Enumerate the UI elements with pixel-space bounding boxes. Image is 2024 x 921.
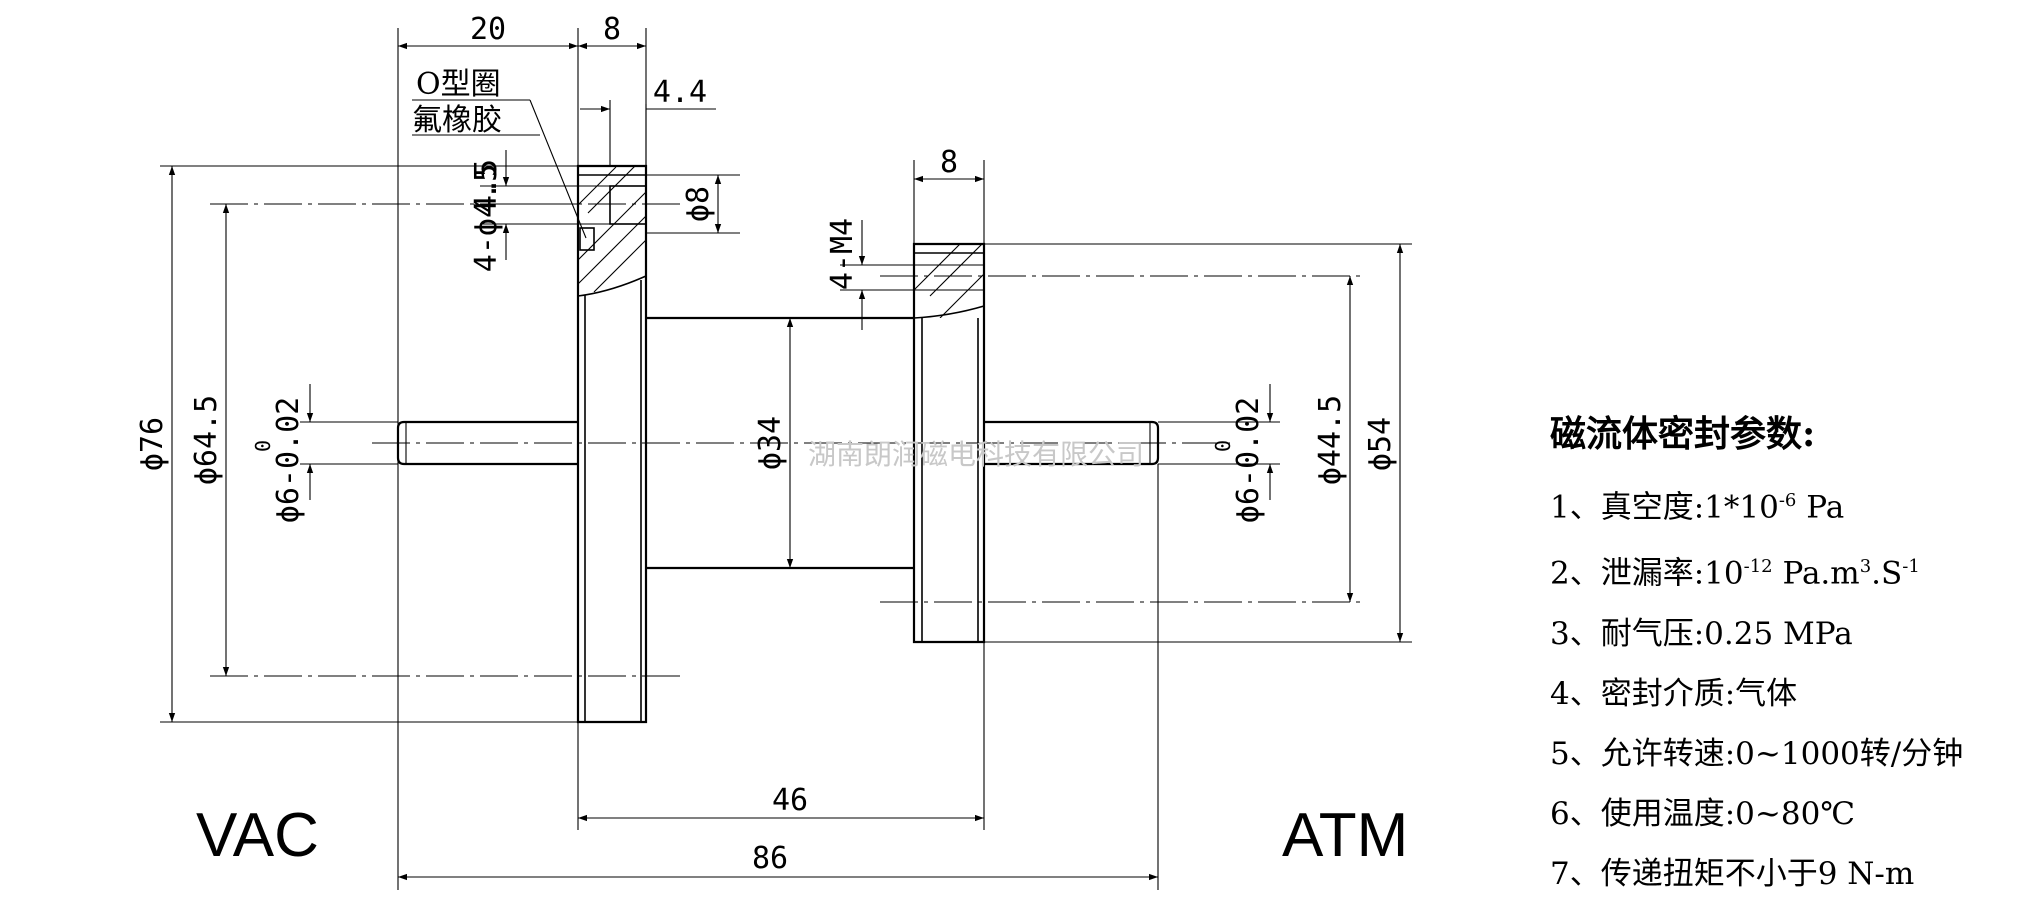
param-label: 7、传递扭矩不小于 — [1550, 855, 1818, 892]
dim-4-4: 4.4 — [653, 75, 707, 110]
extension-lines — [160, 28, 1412, 890]
tol-zero-left: 0 — [251, 440, 275, 452]
dim-86: 86 — [752, 841, 788, 876]
param-label: 2、泄漏率: — [1550, 555, 1705, 592]
param-vacuum: 1、真空度:1*10-6 Pa — [1550, 471, 2024, 537]
dim-holes: 4-ϕ4.5 — [469, 164, 504, 272]
dim-phi6-right: ϕ6-0.02 — [1231, 397, 1266, 523]
param-value: 0.25 MPa — [1704, 615, 1853, 652]
left-flange — [576, 164, 648, 724]
param-leak-rate: 2、泄漏率:10-12 Pa.m3.S-1 — [1550, 537, 2024, 603]
param-value: 0~80℃ — [1735, 795, 1855, 832]
param-value: 9 N-m — [1817, 855, 1915, 892]
param-medium: 4、密封介质:气体 — [1550, 664, 2024, 724]
param-unit: Pa — [1796, 489, 1845, 526]
dim-4-5: 4.5 — [469, 159, 504, 213]
param-exponent: -12 — [1743, 556, 1773, 578]
atm-label: ATM — [1282, 801, 1408, 870]
param-pressure: 3、耐气压:0.25 MPa — [1550, 604, 2024, 664]
dim-phi34: ϕ34 — [753, 416, 788, 470]
right-flange — [912, 242, 986, 644]
param-unit: Pa.m — [1772, 555, 1860, 592]
param-exponent: -1 — [1902, 556, 1920, 578]
dim-phi76: ϕ76 — [135, 417, 170, 471]
body — [646, 316, 914, 570]
oring-groove — [579, 227, 595, 251]
param-temperature: 6、使用温度:0~80℃ — [1550, 784, 2024, 844]
dimension-lines — [168, 42, 1404, 881]
param-speed: 5、允许转速:0~1000转/分钟 — [1550, 724, 2024, 784]
dim-phi8: ϕ8 — [681, 186, 716, 222]
dim-46: 46 — [772, 783, 808, 818]
param-label: 3、耐气压: — [1550, 615, 1705, 652]
dim-4-m4: 4-M4 — [825, 218, 860, 290]
seal-parameters: 磁流体密封参数: 1、真空度:1*10-6 Pa 2、泄漏率:10-12 Pa.… — [1550, 405, 2024, 904]
oring-label: O型圈 — [416, 67, 501, 102]
param-value: 气体 — [1735, 675, 1798, 712]
param-unit: .S — [1871, 555, 1903, 592]
param-label: 5、允许转速: — [1550, 735, 1736, 772]
material-label: 氟橡胶 — [412, 103, 502, 138]
vac-label: VAC — [196, 801, 319, 870]
watermark: 湖南朗润磁电科技有限公司 — [808, 438, 1144, 471]
dim-phi54: ϕ54 — [1363, 417, 1398, 471]
param-value: 10 — [1704, 555, 1744, 592]
param-exponent: -6 — [1778, 490, 1797, 511]
dim-20: 20 — [470, 12, 506, 47]
param-torque: 7、传递扭矩不小于9 N-m — [1550, 844, 2024, 904]
dim-phi64-5: ϕ64.5 — [189, 395, 224, 485]
param-value: 0~1000转/分钟 — [1735, 735, 1964, 772]
param-label: 1、真空度: — [1550, 489, 1705, 526]
tol-zero-right: 0 — [1211, 440, 1235, 452]
param-label: 4、密封介质: — [1550, 675, 1736, 712]
params-title: 磁流体密封参数: — [1550, 413, 1816, 455]
right-shaft — [984, 420, 1160, 466]
dim-phi44-5: ϕ44.5 — [1313, 395, 1348, 485]
dim-phi6-left: ϕ6-0.02 — [271, 397, 306, 523]
dim-8-top: 8 — [603, 12, 621, 47]
param-label: 6、使用温度: — [1550, 795, 1736, 832]
dim-8-right: 8 — [940, 145, 958, 180]
param-exponent: 3 — [1859, 556, 1872, 578]
param-value: 1*10 — [1704, 489, 1779, 526]
